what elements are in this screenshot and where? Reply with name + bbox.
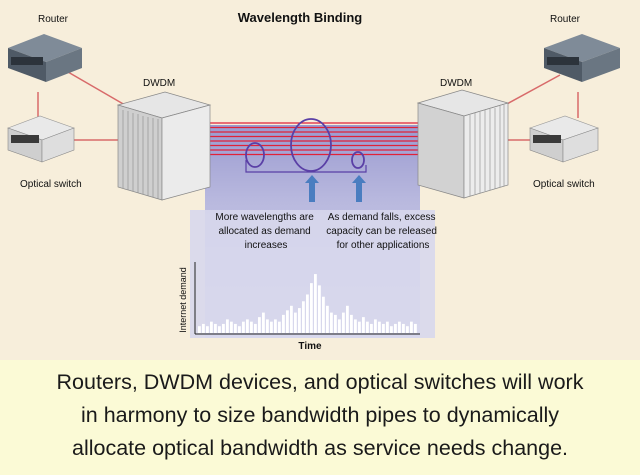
arrow-icon	[352, 175, 366, 202]
demand-bar	[258, 317, 261, 333]
annotation-right: As demand falls, excess capacity can be …	[326, 212, 439, 251]
annotation-right-line: capacity can be released	[326, 226, 437, 237]
demand-bar	[286, 310, 289, 333]
demand-bar	[382, 323, 385, 333]
demand-bar	[270, 321, 273, 333]
annotation-left: More wavelengths are allocated as demand…	[215, 212, 316, 251]
annotation-right-line: for other applications	[337, 240, 430, 251]
demand-bar	[246, 319, 249, 333]
wavelength-loops	[245, 118, 367, 173]
demand-bar	[358, 321, 361, 333]
right-switch-label: Optical switch	[533, 179, 595, 190]
demand-bar	[402, 323, 405, 333]
demand-bar	[202, 323, 205, 333]
small-loop-left	[245, 142, 265, 168]
caption-line: Routers, DWDM devices, and optical switc…	[56, 370, 584, 394]
demand-bar	[238, 326, 241, 333]
demand-bar	[234, 323, 237, 333]
fiber-bundle	[207, 122, 420, 156]
demand-bar	[274, 319, 277, 333]
demand-bar	[334, 314, 337, 333]
left-dwdm-label: DWDM	[143, 78, 175, 89]
annotation-right-line: As demand falls, excess	[328, 212, 436, 223]
right-dwdm-label: DWDM	[440, 78, 472, 89]
demand-bar	[350, 314, 353, 333]
demand-bar	[250, 321, 253, 333]
demand-bar	[322, 296, 325, 333]
left-router	[8, 34, 82, 82]
demand-bar	[326, 305, 329, 333]
demand-bar	[354, 319, 357, 333]
large-loop	[290, 118, 332, 172]
demand-bar	[330, 312, 333, 333]
demand-bar	[218, 326, 221, 333]
demand-bar	[198, 326, 201, 333]
demand-bar	[374, 319, 377, 333]
caption-line: allocate optical bandwidth as service ne…	[71, 436, 568, 460]
demand-bar	[386, 321, 389, 333]
demand-bar	[338, 319, 341, 333]
left-switch-label: Optical switch	[20, 179, 82, 190]
demand-bar	[226, 319, 229, 333]
demand-bar	[318, 285, 321, 333]
demand-bar	[262, 312, 265, 333]
demand-bar	[398, 321, 401, 333]
demand-bar	[310, 283, 313, 333]
annotation-left-line: allocated as demand	[218, 226, 310, 237]
demand-bar	[410, 321, 413, 333]
demand-bar	[298, 308, 301, 333]
demand-bar	[290, 305, 293, 333]
demand-bar	[302, 301, 305, 333]
demand-bar	[266, 319, 269, 333]
demand-bar	[342, 312, 345, 333]
left-links	[37, 71, 126, 141]
demand-bar	[242, 321, 245, 333]
annotation-left-line: More wavelengths are	[215, 212, 314, 223]
demand-bar	[362, 317, 365, 333]
demand-bar	[314, 274, 317, 333]
left-optical-switch	[7, 115, 75, 163]
demand-bar	[206, 326, 209, 333]
demand-bar	[390, 326, 393, 333]
right-dwdm	[416, 89, 510, 199]
demand-bar	[214, 323, 217, 333]
caption: Routers, DWDM devices, and optical switc…	[0, 360, 640, 475]
demand-bar	[366, 321, 369, 333]
caption-line: in harmony to size bandwidth pipes to dy…	[80, 403, 560, 427]
wavelength-binding-diagram: Wavelength Binding	[7, 10, 620, 352]
diagram-title: Wavelength Binding	[238, 10, 363, 25]
demand-bar	[222, 323, 225, 333]
demand-bar	[406, 326, 409, 333]
right-router-label: Router	[550, 14, 581, 25]
left-router-label: Router	[38, 14, 69, 25]
demand-bar	[254, 323, 257, 333]
demand-bar	[282, 314, 285, 333]
demand-bar	[378, 321, 381, 333]
right-optical-switch	[529, 115, 599, 163]
chart-x-label: Time	[298, 341, 322, 352]
arrow-icon	[305, 175, 319, 202]
chart-bars	[198, 274, 417, 333]
demand-bar	[210, 321, 213, 333]
chart-y-label: Internet demand	[178, 267, 188, 333]
demand-bar	[394, 323, 397, 333]
small-loop-right	[351, 151, 365, 169]
demand-panel	[190, 125, 435, 338]
demand-bar	[370, 323, 373, 333]
left-dwdm	[116, 91, 212, 201]
demand-bar	[278, 321, 281, 333]
demand-bar	[230, 321, 233, 333]
right-router	[544, 34, 620, 82]
demand-bar	[306, 294, 309, 333]
demand-bar	[346, 305, 349, 333]
annotation-left-line: increases	[245, 240, 288, 251]
demand-bar	[414, 323, 417, 333]
demand-bar	[294, 312, 297, 333]
demand-chart: Internet demand Time	[178, 262, 420, 352]
